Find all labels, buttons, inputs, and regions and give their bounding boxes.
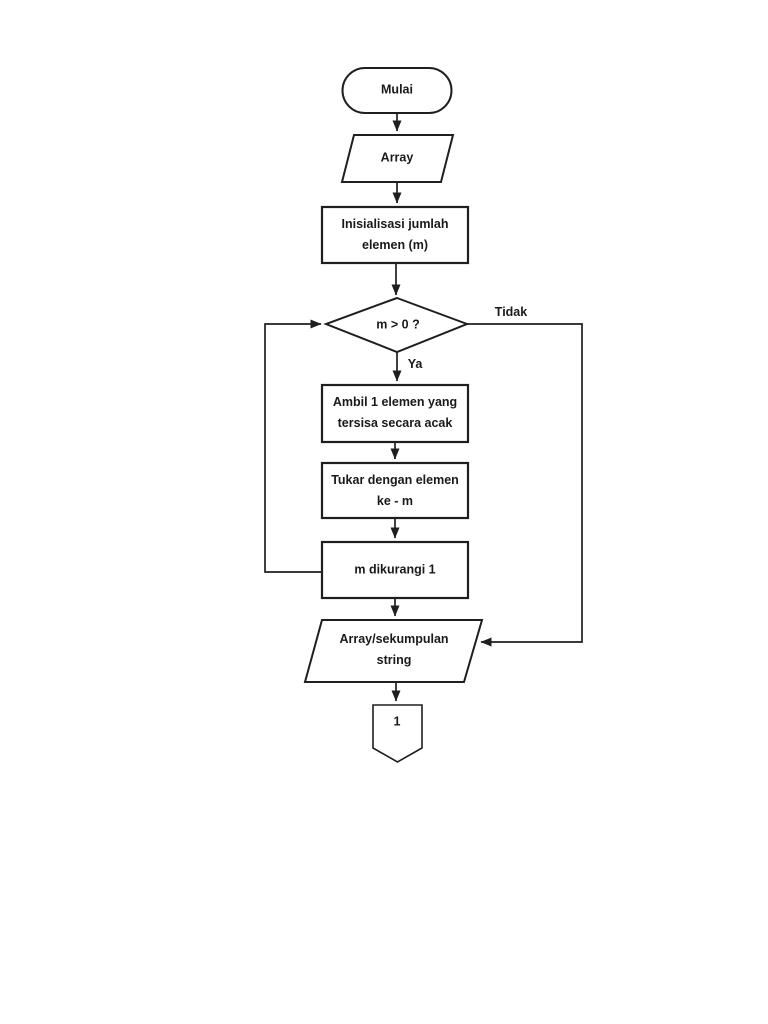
- swap-process-shape: [320, 461, 470, 520]
- start-label: Mulai: [381, 82, 413, 97]
- decision-label: m > 0 ?: [376, 317, 420, 332]
- output-array-label: Array/sekumpulan string: [339, 632, 449, 667]
- decrement-process-shape: [320, 540, 470, 600]
- swap-label: Tukar dengan elemen ke - m: [331, 473, 459, 508]
- input-array-shape: [340, 134, 455, 183]
- take-random-label: Ambil 1 elemen yang tersisa secara acak: [332, 395, 458, 430]
- init-process-shape: [320, 205, 470, 265]
- input-array-label: Array: [380, 150, 414, 165]
- edge-decision-no: [467, 323, 583, 647]
- output-array-shape: [303, 619, 484, 683]
- init-label: Inisialisasi jumlah elemen (m): [341, 217, 449, 252]
- offpage-connector-label: 1: [393, 714, 401, 729]
- take-random-process-shape: [320, 383, 470, 444]
- start-terminator-shape: [341, 67, 453, 114]
- decision-shape: [323, 296, 470, 354]
- decrement-label: m dikurangi 1: [354, 562, 436, 577]
- offpage-connector-shape: [372, 704, 423, 763]
- edge-loop-back: [264, 319, 322, 573]
- edge-label-no: Tidak: [494, 305, 528, 319]
- edge-label-yes: Ya: [407, 357, 423, 371]
